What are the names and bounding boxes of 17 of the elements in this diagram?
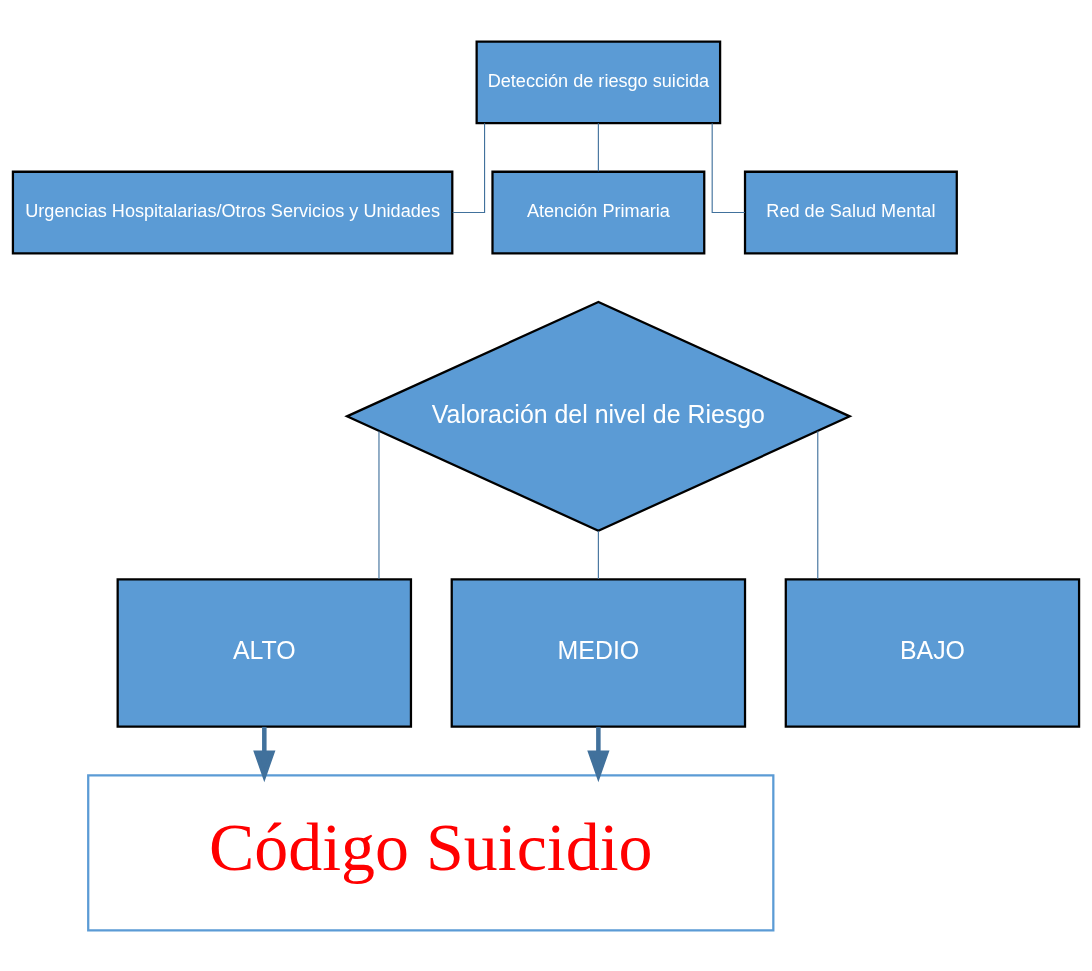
connector	[817, 430, 819, 580]
node-box: Red de Salud Mental	[743, 170, 958, 254]
node-box: Atención Primaria	[491, 170, 706, 254]
connector	[378, 430, 380, 580]
node-box: Urgencias Hospitalarias/Otros Servicios y Unidades	[11, 170, 454, 254]
connector	[452, 122, 486, 213]
arrow	[587, 726, 610, 782]
connector	[597, 122, 599, 172]
connector	[711, 122, 746, 213]
node-box: MEDIO	[450, 577, 747, 728]
arrow	[253, 726, 276, 782]
node-box: BAJO	[784, 577, 1081, 728]
connector	[597, 529, 599, 580]
node-box: Detección de riesgo suicida	[475, 39, 722, 124]
node-box: Código Suicidio	[87, 773, 775, 932]
node-box: ALTO	[116, 577, 413, 728]
node-diamond: Valoración del nivel de Riesgo	[344, 300, 853, 532]
